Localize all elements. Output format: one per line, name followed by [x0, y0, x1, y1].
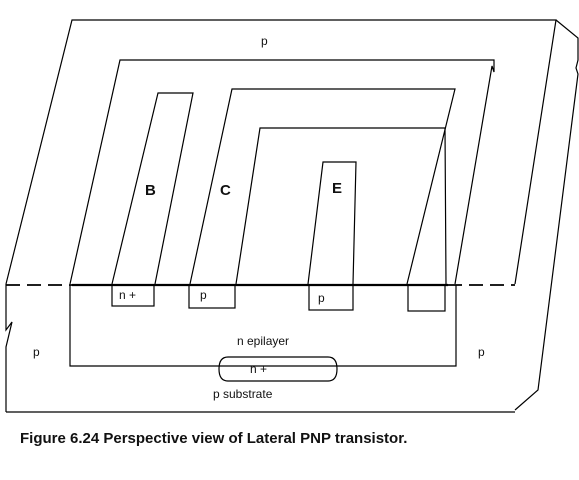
top-p-label: p — [261, 34, 268, 48]
outer-top-surface — [5, 19, 557, 285]
emitter-label: E — [332, 180, 342, 197]
base-finger — [111, 92, 194, 285]
block-left-edge — [5, 284, 13, 412]
base-contact-label: n + — [119, 288, 136, 302]
collector-contact-box — [188, 284, 236, 309]
buried-layer-label: n + — [250, 362, 267, 376]
figure-caption: Figure 6.24 Perspective view of Lateral … — [20, 430, 408, 447]
epilayer-well — [69, 285, 457, 367]
emitter-contact-label: p — [318, 291, 325, 305]
left-p-label: p — [33, 345, 40, 359]
base-label: B — [145, 182, 156, 199]
collector-ring — [189, 88, 456, 285]
inner-ring — [235, 127, 447, 285]
collector-contact-label: p — [200, 288, 207, 302]
right-p-label: p — [478, 345, 485, 359]
emitter-contact-box — [308, 284, 354, 311]
buried-layer — [218, 356, 338, 382]
epilayer-label: n epilayer — [237, 334, 289, 348]
emitter-finger — [307, 161, 357, 285]
isolation-ring-top — [69, 59, 495, 285]
right-side-face — [514, 19, 579, 411]
ring-contact-box — [407, 284, 446, 312]
lateral-pnp-diagram: p B C E n + p p p p n epilayer n + p sub… — [5, 19, 579, 413]
substrate-label: p substrate — [213, 387, 273, 401]
collector-label: C — [220, 182, 231, 199]
